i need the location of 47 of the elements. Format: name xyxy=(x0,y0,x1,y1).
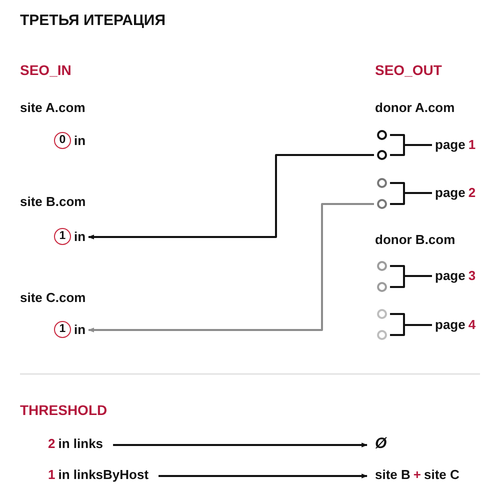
link-circle xyxy=(377,199,387,209)
link-circle xyxy=(377,282,387,292)
page-number: 4 xyxy=(468,317,476,333)
diagram-title: ТРЕТЬЯ ИТЕРАЦИЯ xyxy=(20,12,166,29)
count-badge: 0 xyxy=(54,132,71,149)
donor-name: donor A.com xyxy=(375,100,455,115)
count-badge: 1 xyxy=(54,321,71,338)
site-name: site B.com xyxy=(20,194,86,209)
page-label: page xyxy=(435,185,466,201)
page-label: page xyxy=(435,268,466,284)
plus-sign: + xyxy=(413,467,421,483)
donor-name: donor B.com xyxy=(375,232,456,247)
link-circle xyxy=(377,261,387,271)
page-number: 1 xyxy=(468,137,476,153)
arrow xyxy=(88,203,374,332)
count-badge: 1 xyxy=(54,228,71,245)
page-number: 3 xyxy=(468,268,476,284)
threshold-label: in links xyxy=(58,436,104,452)
site-name: site A.com xyxy=(20,100,86,115)
threshold-count: 1 xyxy=(48,467,56,483)
page-label: page xyxy=(435,317,466,333)
link-circle xyxy=(377,309,387,319)
arrow xyxy=(113,442,368,448)
site-name: site C.com xyxy=(20,290,86,305)
counter-label: in xyxy=(74,228,86,244)
threshold-label: in linksByHost xyxy=(58,467,149,483)
counter-label: in xyxy=(74,132,86,148)
arrow xyxy=(88,154,374,240)
link-circle xyxy=(377,178,387,188)
counter-label: in xyxy=(74,322,86,338)
page-label: page xyxy=(435,137,466,153)
empty-set-symbol: Ø xyxy=(375,436,387,452)
result-text: site C xyxy=(424,467,460,483)
arrow xyxy=(158,474,368,478)
link-circle xyxy=(377,130,387,140)
bracket-connector xyxy=(390,275,432,288)
bracket-connector xyxy=(390,324,432,336)
result-text: site B xyxy=(375,467,410,483)
section-heading: SEO_OUT xyxy=(375,62,442,78)
bracket-connector xyxy=(390,144,432,156)
page-number: 2 xyxy=(468,185,476,201)
link-circle xyxy=(377,330,387,340)
threshold-count: 2 xyxy=(48,436,56,452)
link-circle xyxy=(377,150,387,160)
section-heading: SEO_IN xyxy=(20,62,72,78)
section-heading: THRESHOLD xyxy=(20,402,108,418)
bracket-connector xyxy=(390,192,432,205)
